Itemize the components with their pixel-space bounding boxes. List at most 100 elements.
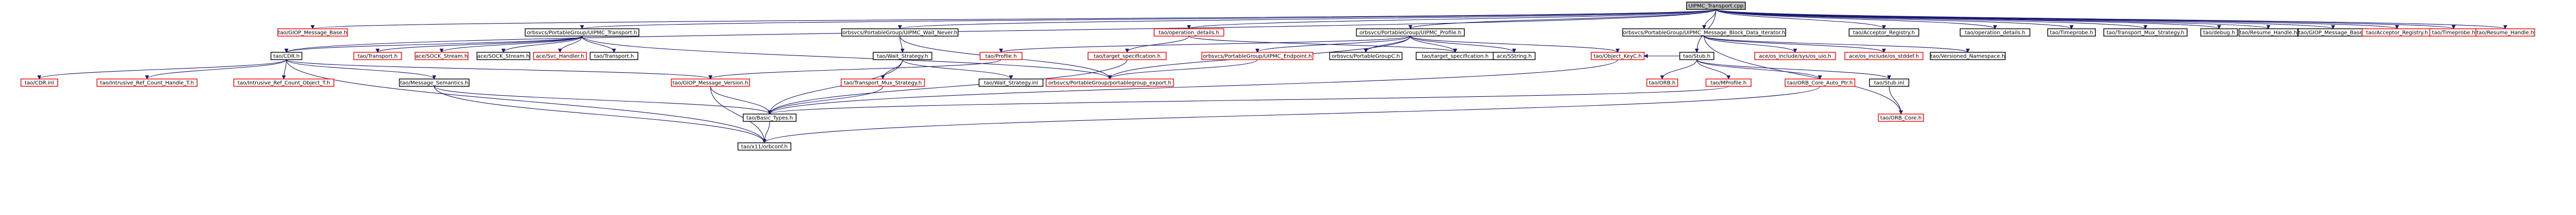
include-edge xyxy=(1703,36,1903,115)
include-file-node[interactable]: tao/Wait_Strategy.h xyxy=(873,52,932,60)
include-file-node[interactable]: orbsvcs/PortableGroup/UIPMC_Message_Bloc… xyxy=(1622,28,1786,37)
include-edge xyxy=(1408,9,1716,29)
node-box xyxy=(1785,78,1855,87)
root-file-node[interactable]: UIPMC_Transport.cpp xyxy=(1686,2,1746,10)
include-file-node: tao/GIOP_Message_Base.h xyxy=(277,28,348,37)
include-file-node[interactable]: tao/Timeprobe.h xyxy=(2047,28,2096,37)
node-label: tao/Acceptor_Registry.h xyxy=(2366,30,2428,36)
node-label: UIPMC_Transport.cpp xyxy=(1688,4,1743,9)
include-file-node[interactable]: tao/GIOP_Message_Base.h xyxy=(2298,28,2368,37)
include-edge xyxy=(286,59,437,80)
node-box xyxy=(533,52,587,60)
node-box xyxy=(743,114,797,122)
include-file-node[interactable]: tao/debug.h xyxy=(2200,28,2238,37)
include-file-node[interactable]: orbsvcs/PortableGroupC.h xyxy=(1329,52,1403,60)
node-box xyxy=(1878,114,1924,122)
node-box xyxy=(277,28,348,37)
include-edge xyxy=(1660,59,1698,80)
node-box xyxy=(1329,52,1403,60)
include-file-node[interactable]: tao/Versioned_Namespace.h xyxy=(1930,52,2006,60)
include-edge xyxy=(281,59,287,80)
node-label: tao/Versioned_Namespace.h xyxy=(1930,54,2005,60)
node-box xyxy=(2238,28,2298,37)
include-file-node[interactable]: tao/Stub.inl xyxy=(1869,78,1909,87)
include-file-node[interactable]: tao/Stub.h xyxy=(1679,52,1714,60)
node-label: tao/ORB_Core.h xyxy=(1881,116,1922,121)
node-box xyxy=(873,52,932,60)
include-file-node[interactable]: tao/x11/orbconf.h xyxy=(737,142,791,151)
include-edge xyxy=(767,86,884,115)
include-edge xyxy=(1715,9,1886,29)
node-box xyxy=(525,28,639,37)
include-file-node[interactable]: tao/Transport.h xyxy=(590,52,638,60)
include-edge xyxy=(762,86,1821,143)
include-edge xyxy=(285,9,1716,53)
node-label: tao/Intrusive_Ref_Count_Object_T.h xyxy=(237,81,330,86)
node-label: tao/ORB.h xyxy=(1649,81,1676,86)
node-label: tao/GIOP_Message_Version.h xyxy=(672,81,748,86)
include-file-node[interactable]: orbsvcs/PortableGroup/UIPMC_Profile.h xyxy=(1356,28,1465,37)
node-box xyxy=(1646,78,1678,87)
include-edge xyxy=(286,59,713,80)
include-edge xyxy=(37,59,287,80)
node-label: tao/GIOP_Message_Base.h xyxy=(278,30,347,36)
include-file-node: orbsvcs/PortableGroup/portablegroup_expo… xyxy=(1046,78,1174,87)
node-label: tao/Profile.h xyxy=(985,54,1017,60)
node-box xyxy=(979,78,1044,87)
include-edge xyxy=(1696,59,1731,80)
node-box xyxy=(415,52,469,60)
include-edge xyxy=(1703,36,1970,53)
include-edge xyxy=(558,36,583,53)
node-label: ace/os_include/os_stddef.h xyxy=(1849,54,1919,60)
include-file-node[interactable]: tao/Resume_Handle.h xyxy=(2238,28,2298,37)
node-box xyxy=(270,52,302,60)
node-label: ace/SString.h xyxy=(1497,54,1532,60)
include-file-node[interactable]: tao/Wait_Strategy.inl xyxy=(979,78,1044,87)
include-file-node[interactable]: tao/Basic_Types.h xyxy=(743,114,797,122)
node-label: tao/Wait_Strategy.inl xyxy=(984,81,1038,86)
include-edge xyxy=(1255,36,1411,53)
include-file-node: tao/Intrusive_Ref_Count_Handle_T.h xyxy=(96,78,198,87)
include-file-node: tao/Intrusive_Ref_Count_Object_T.h xyxy=(233,78,334,87)
node-box xyxy=(233,78,334,87)
include-file-node[interactable]: ace/SString.h xyxy=(1493,52,1536,60)
node-label: tao/Stub.h xyxy=(1683,54,1710,60)
node-box xyxy=(1960,28,2030,37)
include-file-node[interactable]: tao/Transport_Mux_Strategy.h xyxy=(2103,28,2188,37)
node-box xyxy=(20,78,58,87)
include-edge xyxy=(1107,59,1258,80)
include-file-node[interactable]: tao/target_specification.h xyxy=(1416,52,1495,60)
include-file-node[interactable]: orbsvcs/PortableGroup/UIPMC_Transport.h xyxy=(525,28,639,37)
node-label: tao/Resume_Handle.h xyxy=(2476,30,2534,36)
include-file-node[interactable]: tao/CDR.h xyxy=(270,52,302,60)
include-file-node: tao/Acceptor_Registry.h xyxy=(2362,28,2432,37)
include-file-node[interactable]: orbsvcs/PortableGroup/UIPMC_Wait_Never.h xyxy=(841,28,959,37)
include-edge xyxy=(284,36,583,53)
node-box xyxy=(96,78,198,87)
node-box xyxy=(737,142,791,151)
include-file-node: tao/Transport_Mux_Strategy.h xyxy=(841,78,925,87)
node-box xyxy=(1930,52,2006,60)
include-edge xyxy=(999,36,1411,53)
include-file-node[interactable]: tao/Message_Semantics.h xyxy=(399,78,470,87)
include-edge xyxy=(1187,9,1716,29)
node-box xyxy=(1154,28,1224,37)
node-box xyxy=(1679,52,1714,60)
include-edge xyxy=(311,9,1716,29)
node-label: tao/debug.h xyxy=(2203,30,2235,36)
node-label: ace/SOCK_Stream.h xyxy=(416,54,468,60)
include-edge xyxy=(580,9,1716,29)
include-edge xyxy=(1125,36,1190,53)
include-file-node: tao/target_specification.h xyxy=(1088,52,1167,60)
include-file-node[interactable]: ace/SOCK_Stream.h xyxy=(476,52,530,60)
node-label: tao/Resume_Handle.h xyxy=(2240,30,2297,36)
node-box xyxy=(1705,78,1752,87)
include-file-node[interactable]: tao/Acceptor_Registry.h xyxy=(1849,28,1919,37)
node-label: tao/Transport.h xyxy=(594,54,634,60)
node-label: tao/Intrusive_Ref_Count_Handle_T.h xyxy=(100,81,194,86)
include-file-node[interactable]: tao/operation_details.h xyxy=(1960,28,2030,37)
include-file-node: orbsvcs/PortableGroup/UIPMC_Endpoint.h xyxy=(1201,52,1313,60)
include-file-node: ace/SOCK_Stream.h xyxy=(415,52,469,60)
node-box xyxy=(1754,52,1836,60)
